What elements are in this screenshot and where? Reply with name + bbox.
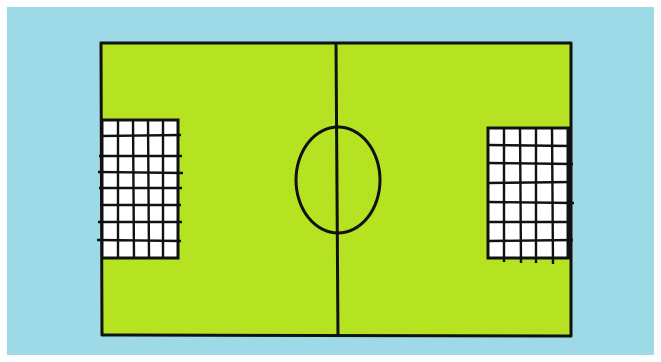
halfway-line [336,43,338,337]
left-goal-net-icon [97,120,183,259]
right-goal-net-icon [488,128,574,264]
